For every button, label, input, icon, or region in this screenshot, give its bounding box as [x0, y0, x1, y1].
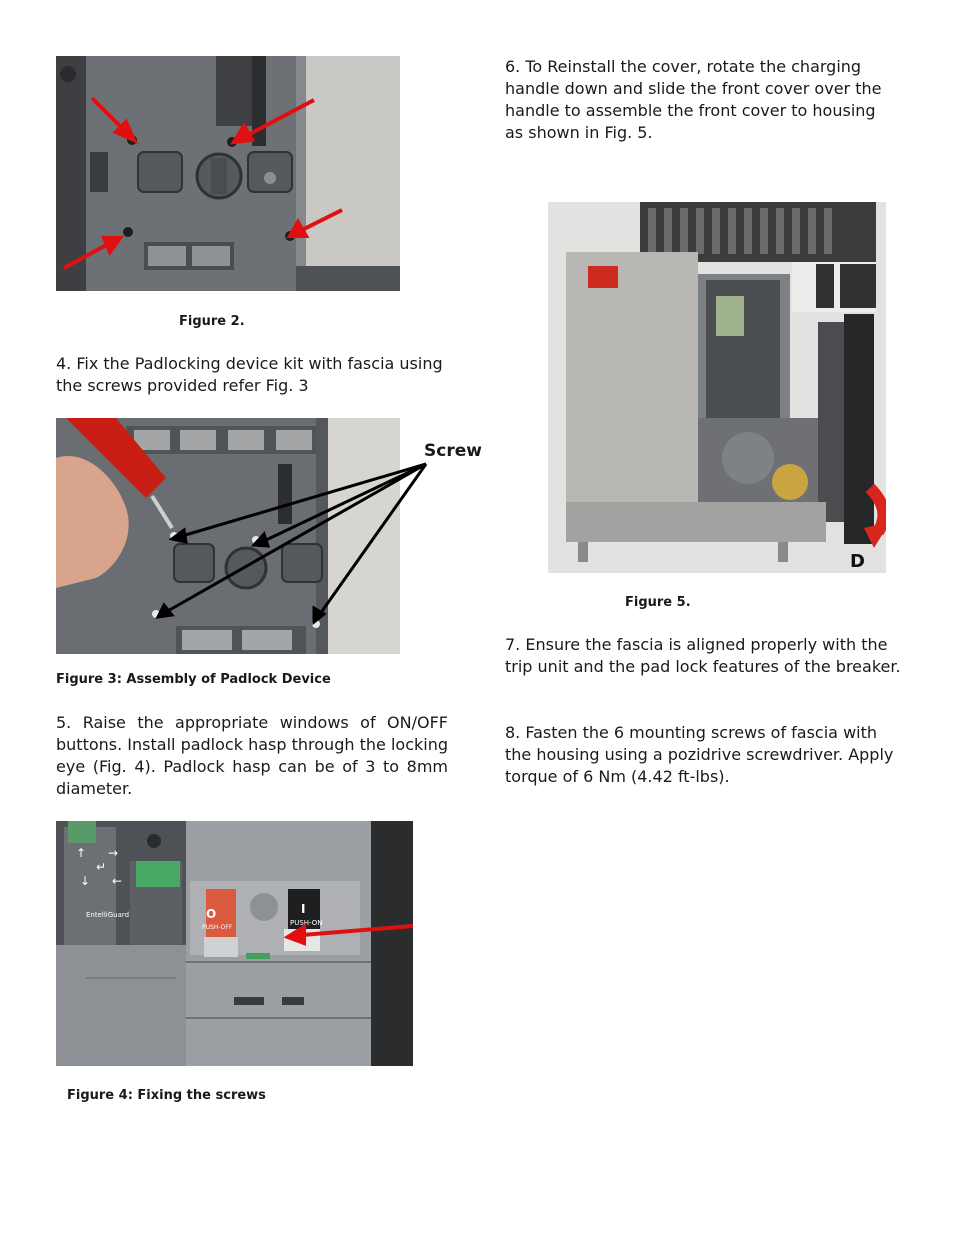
off-button-text: PUSH-OFF	[202, 924, 233, 931]
rotate-arrow-icon	[864, 483, 886, 548]
fig5-d-label: D	[850, 551, 865, 572]
black-arrow-icon	[155, 462, 428, 626]
svg-text:↑: ↑	[76, 846, 86, 860]
red-arrow-icon	[283, 923, 413, 946]
figure-4-photo: O PUSH-OFF I PUSH-ON EntelliGuard ↑ → ↵ ↓…	[56, 821, 413, 1066]
off-button-glyph: O	[206, 907, 216, 921]
step-4-text: 4. Fix the Padlocking device kit with fa…	[56, 354, 443, 395]
screw-label: Screw	[424, 441, 482, 461]
step-5-text: 5. Raise the appropriate windows of ON/O…	[56, 713, 448, 798]
step-6-text: 6. To Reinstall the cover, rotate the ch…	[505, 57, 882, 142]
figure-5-caption: Figure 5.	[625, 595, 691, 610]
step-8-text: 8. Fasten the 6 mounting screws of fasci…	[505, 723, 894, 786]
svg-text:←: ←	[112, 874, 122, 888]
step-7-text: 7. Ensure the fascia is aligned properly…	[505, 635, 901, 676]
figure-3-callout-arrows	[155, 462, 428, 626]
on-button-text: PUSH-ON	[290, 919, 323, 927]
red-arrow-icon	[63, 96, 343, 270]
svg-text:→: →	[108, 846, 118, 860]
figure-5-photo	[548, 202, 886, 573]
figure-2-caption: Figure 2.	[179, 314, 245, 329]
brand-text: EntelliGuard	[86, 911, 129, 919]
figure-2-photo	[56, 56, 400, 291]
figure-4-caption: Figure 4: Fixing the screws	[67, 1088, 266, 1103]
svg-text:↓: ↓	[80, 874, 90, 888]
svg-text:↵: ↵	[96, 860, 106, 874]
figure-3-photo	[56, 418, 400, 654]
figure-3-caption: Figure 3: Assembly of Padlock Device	[56, 672, 331, 687]
on-button-glyph: I	[301, 902, 305, 916]
